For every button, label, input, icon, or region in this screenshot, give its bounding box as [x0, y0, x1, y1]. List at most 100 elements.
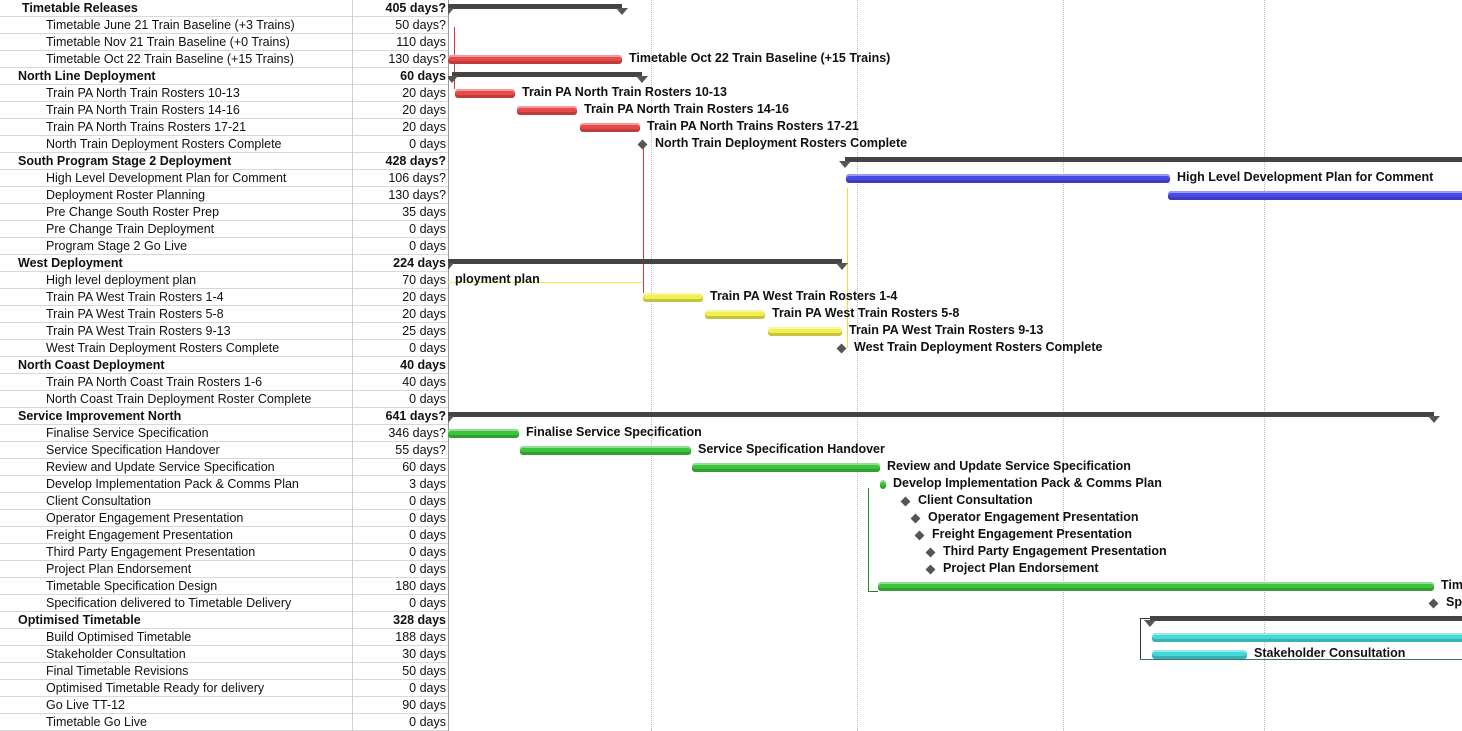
task-name: Train PA North Trains Rosters 17-21: [46, 120, 247, 134]
bar-label: Finalise Service Specification: [526, 425, 702, 439]
task-bar[interactable]: [878, 582, 1434, 591]
summary-end-marker: [448, 76, 458, 83]
task-bar[interactable]: [643, 293, 703, 302]
milestone-diamond[interactable]: [900, 496, 911, 507]
task-row[interactable]: Timetable Nov 21 Train Baseline (+0 Trai…: [0, 34, 448, 51]
task-name: Go Live TT-12: [46, 698, 125, 712]
task-bar[interactable]: [580, 123, 640, 132]
task-duration: 0 days: [409, 562, 446, 576]
summary-bar[interactable]: [452, 72, 642, 77]
task-duration: 70 days: [402, 273, 446, 287]
task-bar[interactable]: [1152, 650, 1247, 659]
task-name: Stakeholder Consultation: [46, 647, 186, 661]
table-chart-splitter[interactable]: [448, 0, 449, 731]
milestone-diamond[interactable]: [910, 513, 921, 524]
task-row[interactable]: Timetable June 21 Train Baseline (+3 Tra…: [0, 17, 448, 34]
task-row[interactable]: Develop Implementation Pack & Comms Plan…: [0, 476, 448, 493]
milestone-diamond[interactable]: [925, 547, 936, 558]
task-bar[interactable]: [520, 446, 691, 455]
task-name: Pre Change South Roster Prep: [46, 205, 220, 219]
task-name: Program Stage 2 Go Live: [46, 239, 188, 253]
bar-label: Train PA West Train Rosters 1-4: [710, 289, 898, 303]
column-divider[interactable]: [352, 0, 353, 731]
task-row[interactable]: Go Live TT-12 90 days: [0, 697, 448, 714]
task-row[interactable]: Review and Update Service Specification 6…: [0, 459, 448, 476]
task-bar[interactable]: [705, 310, 765, 319]
milestone-diamond[interactable]: [637, 139, 648, 150]
task-row[interactable]: North Coast Train Deployment Roster Comp…: [0, 391, 448, 408]
task-bar[interactable]: [448, 429, 519, 438]
milestone-diamond[interactable]: [914, 530, 925, 541]
task-name: Train PA West Train Rosters 9-13: [46, 324, 231, 338]
task-bar[interactable]: [768, 327, 842, 336]
summary-bar[interactable]: [1150, 616, 1462, 621]
task-duration: 641 days?: [385, 409, 446, 423]
milestone-diamond[interactable]: [1428, 598, 1439, 609]
task-name: Review and Update Service Specification: [46, 460, 275, 474]
bar-label: Tim: [1441, 578, 1462, 592]
task-bar[interactable]: [455, 89, 515, 98]
task-name: Train PA West Train Rosters 5-8: [46, 307, 224, 321]
summary-bar[interactable]: [448, 259, 842, 264]
task-duration: 0 days: [409, 239, 446, 253]
summary-bar[interactable]: [845, 157, 1462, 162]
task-bar[interactable]: [448, 55, 622, 64]
summary-bar[interactable]: [448, 412, 1434, 417]
task-name: Freight Engagement Presentation: [46, 528, 233, 542]
milestone-diamond[interactable]: [925, 564, 936, 575]
task-duration: 60 days: [400, 69, 446, 83]
task-bar[interactable]: [1152, 633, 1462, 642]
task-bar[interactable]: [692, 463, 880, 472]
task-row[interactable]: Specification delivered to Timetable Del…: [0, 595, 448, 612]
task-bar[interactable]: [846, 174, 1170, 183]
task-duration: 60 days: [402, 460, 446, 474]
task-bar[interactable]: [880, 480, 886, 489]
task-row[interactable]: Program Stage 2 Go Live 0 days: [0, 238, 448, 255]
task-duration: 90 days: [402, 698, 446, 712]
milestone-diamond[interactable]: [836, 343, 847, 354]
bar-label: Train PA North Trains Rosters 17-21: [647, 119, 859, 133]
task-duration: 346 days?: [388, 426, 446, 440]
task-name: Client Consultation: [46, 494, 151, 508]
summary-bar[interactable]: [448, 4, 622, 9]
task-bar[interactable]: [517, 106, 577, 115]
task-bar[interactable]: [1168, 191, 1462, 200]
task-name: Develop Implementation Pack & Comms Plan: [46, 477, 299, 491]
task-name: Third Party Engagement Presentation: [46, 545, 256, 559]
task-row[interactable]: Timetable Oct 22 Train Baseline (+15 Tra…: [0, 51, 448, 68]
